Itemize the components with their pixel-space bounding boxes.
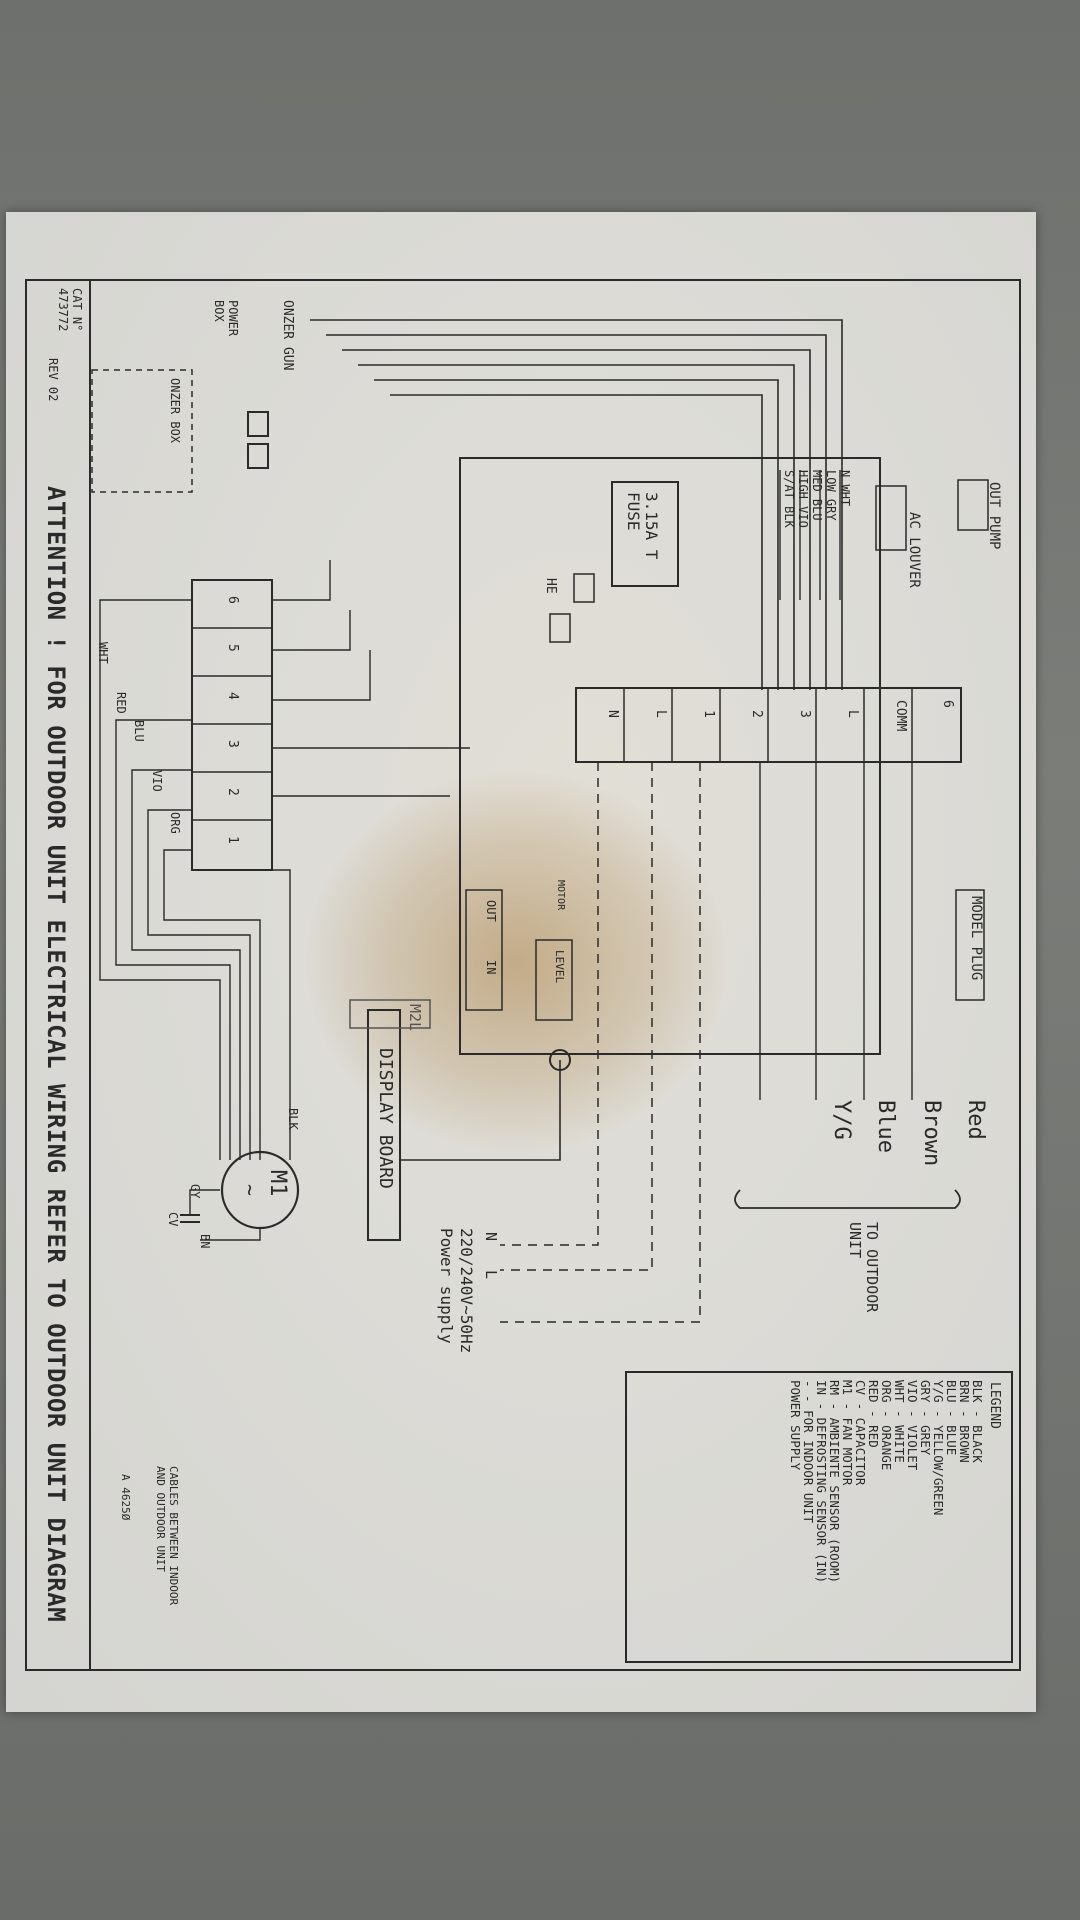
out-pump-label: OUT PUMP <box>986 482 1002 550</box>
relay-label: 2 <box>225 788 240 796</box>
legend-item: WHT - WHITE <box>892 1380 907 1463</box>
relay-label: 6 <box>225 596 240 604</box>
legend-item: RM - AMBIENTE SENSOR (ROOM) <box>827 1380 842 1584</box>
outer-border <box>25 279 1021 1671</box>
fuse-label: 3.15A T FUSE <box>624 492 661 560</box>
relay-label: 5 <box>225 644 240 652</box>
relay-dividers <box>192 627 272 821</box>
onzer-box-outline <box>91 369 193 493</box>
relay-label: 1 <box>225 836 240 844</box>
legend-title: LEGEND <box>987 1382 1002 1429</box>
onzer-gun-label: ONZER GUN <box>280 300 295 371</box>
outdoor-leads <box>759 762 913 1100</box>
cat-number: CAT N° 473772 <box>56 288 84 332</box>
relay-block <box>191 579 273 871</box>
relay-wire-label: VIO <box>150 770 164 792</box>
legend-item: BLU - BLUE <box>944 1380 959 1456</box>
wire-yg-label: Y/G <box>829 1100 854 1140</box>
terminal-label: L <box>845 710 860 718</box>
he-label: HE <box>543 578 558 594</box>
legend-item: BRN - BROWN <box>957 1380 972 1463</box>
legend-item: M1 - FAN MOTOR <box>840 1380 855 1486</box>
onzer-box-label: ONZER BOX <box>168 378 182 444</box>
legend-item: VIO - VIOLET <box>905 1380 920 1471</box>
relay-label: 3 <box>225 740 240 748</box>
out-sensor-label: OUT <box>484 900 498 922</box>
terminal-label: COMM <box>893 700 908 732</box>
speed-wire-row: HIGH VIO <box>796 470 810 528</box>
legend-item: Y/G - YELLOW/GREEN <box>931 1380 946 1516</box>
bn-label: BN <box>198 1234 212 1249</box>
attention-banner: ATTENTION ! FOR OUTDOOR UNIT ELECTRICAL … <box>42 486 70 1623</box>
terminal-label: N <box>605 710 620 718</box>
legend-item: RED - RED <box>866 1380 881 1448</box>
speed-wire-table: N WHT LOW GRY MED BLU HIGH VIO S/AT BLK <box>782 470 852 528</box>
control-board-outline <box>459 457 881 1055</box>
motor-label: MOTOR <box>555 880 566 911</box>
m2l-label: M2L <box>406 1004 424 1032</box>
level-label: LEVEL <box>553 950 566 984</box>
terminal-label: 1 <box>701 710 716 718</box>
terminal-label: 6 <box>940 700 955 708</box>
terminal-label: 3 <box>797 710 812 718</box>
relay-wire-label: WHT <box>96 642 110 664</box>
fuse-box <box>611 481 679 587</box>
to-outdoor-unit-label: TO OUTDOOR UNIT <box>846 1222 881 1313</box>
model-plug-label: MODEL PLUG <box>968 896 984 981</box>
gy-label: GY <box>188 1184 202 1199</box>
m1-label: M1 <box>265 1170 290 1197</box>
outdoor-bracket <box>734 1189 961 1209</box>
power-box-label: POWER BOX <box>212 300 240 337</box>
speed-wire-row: LOW GRY <box>824 470 838 521</box>
motor-blk-label: BLK <box>286 1108 300 1130</box>
stain-mark <box>306 772 726 1152</box>
m2l-box <box>349 999 431 1029</box>
wire-red-label: Red <box>963 1100 988 1140</box>
out-in-box <box>465 889 503 1011</box>
legend-item: CV - CAPACITOR <box>853 1380 868 1486</box>
legend-item: IN - DEFROSTING SENSOR (IN) <box>814 1380 829 1584</box>
display-board-label: DISPLAY BOARD <box>375 1048 396 1189</box>
a-code: A 4625Ø <box>119 1474 132 1521</box>
relay-wire-label: RED <box>114 692 128 714</box>
display-board-box <box>367 1009 401 1241</box>
power-supply-terminals: N L <box>482 1232 500 1290</box>
relay-label: 4 <box>225 692 240 700</box>
power-supply-label: Power supply <box>437 1228 456 1344</box>
wire-blue-label: Blue <box>873 1100 898 1153</box>
out-pump-box <box>957 479 989 531</box>
speed-wire-row: N WHT <box>838 470 852 507</box>
legend-list: BLK - BLACK BRN - BROWN BLU - BLUE Y/G -… <box>788 1380 985 1584</box>
motor-leads <box>99 599 291 1160</box>
wire-brown-label: Brown <box>919 1100 944 1167</box>
relay-wire-label: BLU <box>132 720 146 742</box>
relay-wire-label: ORG <box>168 812 182 834</box>
legend-box <box>625 1371 1013 1663</box>
cables-note: CABLES BETWEEN INDOOR AND OUTDOOR UNIT <box>154 1466 180 1606</box>
legend-item: BLK - BLACK <box>970 1380 985 1463</box>
model-plug-box <box>955 889 985 1001</box>
top-cable-bundle <box>310 319 843 690</box>
cv-label: CV <box>166 1212 180 1227</box>
power-supply-voltage: 220/240V~50Hz <box>457 1228 476 1354</box>
level-box <box>535 939 573 1021</box>
ac-louver-box <box>875 485 907 551</box>
speed-wire-leads <box>779 470 841 600</box>
m1-tilde: ~ <box>238 1184 262 1197</box>
terminal-dividers <box>623 688 913 762</box>
speed-wire-row: MED BLU <box>810 470 824 521</box>
power-supply-dashes <box>500 762 701 1323</box>
legend-item: ORG - ORANGE <box>879 1380 894 1471</box>
relay-leads <box>272 560 470 797</box>
terminal-label: 2 <box>749 710 764 718</box>
terminal-label: L <box>653 710 668 718</box>
ac-louver-label: AC LOUVER <box>906 512 922 588</box>
revision: REV 02 <box>46 358 60 402</box>
speed-wire-row: S/AT BLK <box>782 470 796 528</box>
in-sensor-label: IN <box>484 960 498 975</box>
